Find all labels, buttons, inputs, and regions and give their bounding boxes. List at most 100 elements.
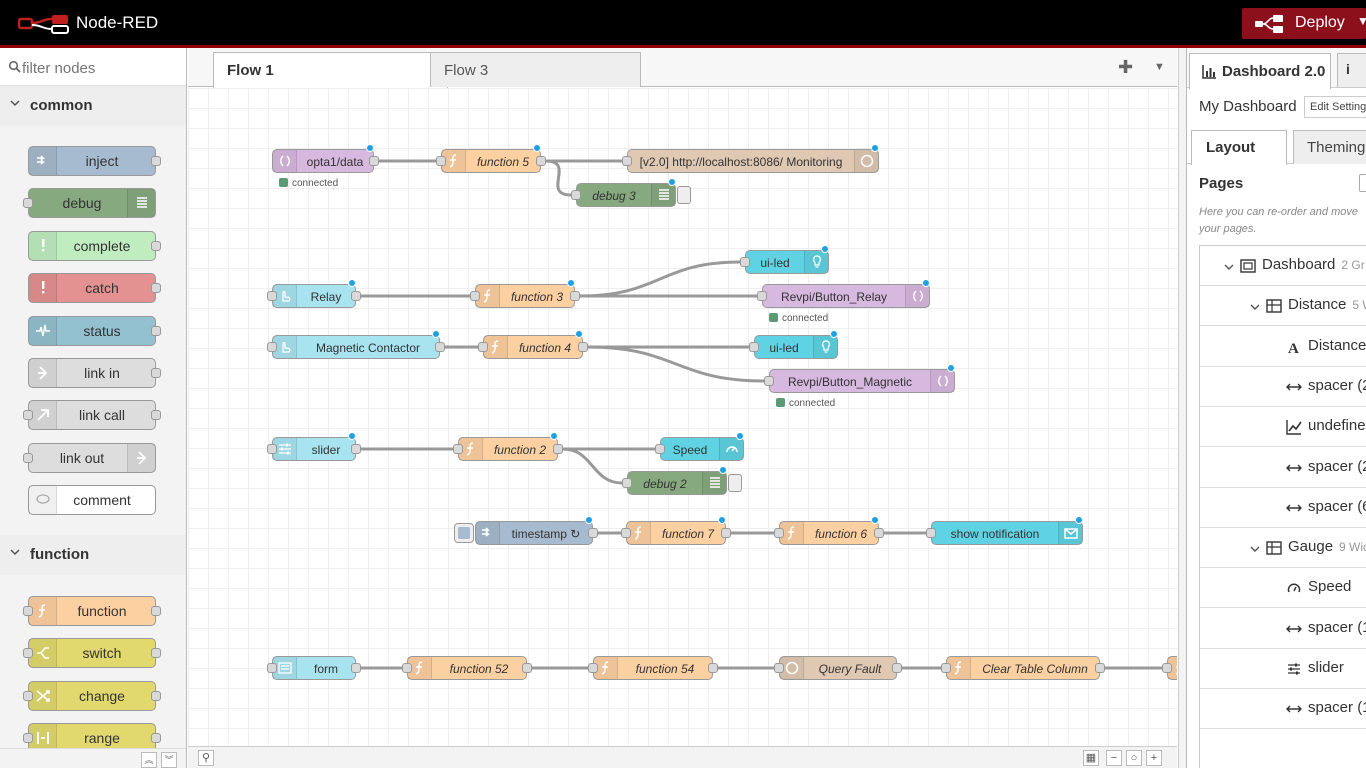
chevron-down-icon[interactable] [1224,259,1234,270]
tree-item[interactable]: spacer (2 [1200,367,1366,407]
flow-node[interactable]: Speed [655,432,744,461]
flow-node[interactable]: function 7 [621,516,731,545]
tab-flow-3[interactable]: Flow 3 [430,52,641,87]
input-port[interactable] [926,528,936,538]
palette-node-inject[interactable]: inject [28,146,161,176]
output-port[interactable] [708,663,718,673]
tree-item[interactable]: spacer (1 [1200,609,1366,649]
flow-node[interactable]: ui-led [740,245,829,274]
output-port[interactable] [553,444,563,454]
add-flow-icon[interactable]: ✚ [1118,57,1134,77]
output-port[interactable] [536,156,546,166]
flow-node[interactable]: Relay [267,279,361,308]
input-port[interactable] [402,663,412,673]
input-port[interactable] [267,444,277,454]
flow-node[interactable]: Query Fault [774,656,902,680]
deploy-menu-caret-icon[interactable]: ▼ [1357,14,1366,28]
tab-menu-caret-icon[interactable]: ▼ [1154,61,1165,73]
palette-node-switch[interactable]: switch [23,638,161,669]
navigator-icon[interactable]: ▦ [1083,750,1099,766]
flow-node[interactable]: debug 3 [571,178,691,207]
palette-node-function[interactable]: function [23,596,161,626]
output-port[interactable] [351,291,361,301]
input-port[interactable] [478,342,488,352]
tab-info[interactable]: i [1337,53,1366,87]
output-port[interactable] [721,528,731,538]
flow-node[interactable] [1162,656,1177,680]
tree-item[interactable]: undefined [1200,407,1366,448]
output-port[interactable] [874,528,884,538]
inject-button[interactable] [454,523,474,543]
sidebar-separator[interactable] [1178,48,1186,768]
palette-node-catch[interactable]: catch [28,273,161,304]
input-port[interactable] [621,528,631,538]
input-port[interactable] [453,444,463,454]
collapse-all-icon[interactable]: ︽ [141,752,157,768]
tab-dashboard[interactable]: Dashboard 2.0 [1189,53,1331,89]
flow-node[interactable]: debug 2 [622,466,742,495]
input-port[interactable] [571,190,581,200]
flow-node[interactable]: ui-led [749,330,838,359]
palette-node-link-call[interactable]: link call [23,400,161,431]
flow-node[interactable]: function 52 [402,656,532,680]
output-port[interactable] [570,291,580,301]
zoom-reset-icon[interactable]: ○ [1126,750,1142,766]
wire[interactable] [545,159,572,197]
palette-category-common[interactable]: common [0,86,186,126]
chevron-down-icon[interactable] [1250,541,1260,553]
palette-node-status[interactable]: status [28,315,161,346]
input-port[interactable] [436,156,446,166]
flow-node[interactable]: [v2.0] http://localhost:8086/ Monitoring [622,144,879,173]
output-port[interactable] [435,342,445,352]
palette-node-complete[interactable]: complete [28,230,161,261]
palette-search-input[interactable] [22,58,172,78]
wire[interactable] [587,345,765,383]
pages-toggle[interactable] [1359,174,1366,192]
tab-flow-1[interactable]: Flow 1 [213,52,448,88]
input-port[interactable] [774,663,784,673]
wire[interactable] [579,260,741,298]
input-port[interactable] [655,444,665,454]
output-port[interactable] [892,663,902,673]
flow-node[interactable]: slider [267,432,361,461]
tree-item[interactable]: Speed [1200,568,1366,609]
input-port[interactable] [757,291,767,301]
tab-theming[interactable]: Theming [1293,130,1366,164]
flow-node[interactable]: Clear Table Column [941,656,1105,680]
input-port[interactable] [622,478,632,488]
input-port[interactable] [749,342,759,352]
search-flows-icon[interactable]: ⚲ [198,750,214,766]
flow-node[interactable]: show notification [926,516,1083,545]
input-port[interactable] [267,291,277,301]
output-port[interactable] [351,444,361,454]
flow-node[interactable]: function 6 [774,516,884,545]
input-port[interactable] [267,663,277,673]
input-port[interactable] [267,342,277,352]
flow-node[interactable]: Magnetic Contactor [267,330,445,359]
palette-node-link-out[interactable]: link out [23,442,156,473]
input-port[interactable] [774,528,784,538]
input-port[interactable] [1162,663,1172,673]
flow-node[interactable]: function 3 [470,279,580,308]
debug-toggle-button[interactable] [677,186,691,204]
flow-node[interactable]: function 5 [436,144,546,173]
flow-node[interactable]: function 2 [453,432,563,461]
output-port[interactable] [578,342,588,352]
input-port[interactable] [764,376,774,386]
palette-node-debug[interactable]: debug [23,188,156,219]
flow-node[interactable]: function 4 [478,330,588,359]
output-port[interactable] [588,528,598,538]
flow-node[interactable]: form [267,656,361,680]
tree-item[interactable]: spacer (1 [1200,689,1366,730]
flow-node[interactable]: function 54 [588,656,718,680]
input-port[interactable] [470,291,480,301]
output-port[interactable] [1095,663,1105,673]
output-port[interactable] [351,663,361,673]
